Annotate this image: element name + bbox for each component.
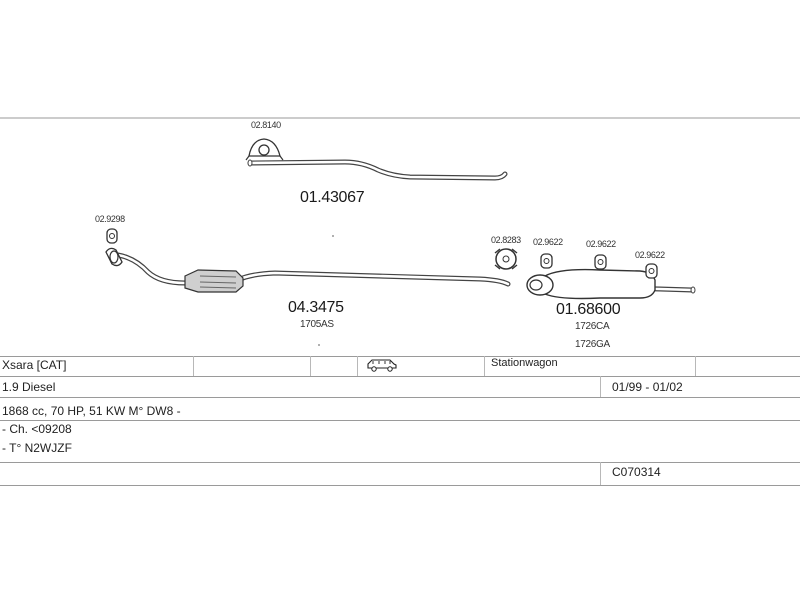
table-divider — [0, 420, 800, 421]
table-divider — [0, 356, 800, 357]
chassis-note: - Ch. <09208 — [2, 422, 72, 436]
rear-silencer — [526, 268, 696, 300]
part-number-rear-silencer: 01.68600 — [556, 301, 621, 318]
table-divider — [0, 485, 800, 486]
clamp-label: 02.9622 — [533, 237, 563, 247]
table-column-divider — [600, 376, 601, 397]
clamp-02-8283-icon — [494, 248, 518, 270]
part-number-front-pipe: 04.3475 — [288, 299, 344, 316]
body-type: Stationwagon — [491, 357, 558, 369]
table-column-divider — [357, 356, 358, 376]
front-pipe-with-catalyst — [105, 247, 511, 293]
rear-silencer-ref: 1726CA — [575, 321, 610, 332]
catalog-code: C070314 — [612, 465, 661, 479]
type-code: - T° N2WJZF — [2, 441, 72, 455]
clamp-02-9298-icon — [106, 228, 118, 244]
clamp-label: 02.9298 — [95, 214, 125, 224]
engine-details: 1868 cc, 70 HP, 51 KW M° DW8 - — [2, 404, 181, 418]
table-column-divider — [310, 356, 311, 376]
clamp-label: 02.8140 — [251, 120, 281, 130]
production-years: 01/99 - 01/02 — [612, 380, 683, 394]
table-divider — [0, 462, 800, 463]
vehicle-model: Xsara [CAT] — [2, 358, 67, 372]
station-wagon-car-icon — [366, 358, 398, 374]
clamp-02-9622-icon — [540, 253, 553, 269]
front-pipe-ref: 1705AS — [300, 319, 334, 330]
clamp-02-8140-icon — [245, 138, 284, 161]
part-number-middle-pipe: 01.43067 — [300, 189, 365, 206]
table-column-divider — [600, 462, 601, 485]
rear-silencer-ref: 1726GA — [575, 339, 610, 350]
middle-pipe — [247, 159, 508, 181]
clamp-label: 02.9622 — [635, 250, 665, 260]
engine: 1.9 Diesel — [2, 380, 56, 394]
clamp-02-9622-icon — [645, 263, 658, 279]
table-column-divider — [193, 356, 194, 376]
table-column-divider — [695, 356, 696, 376]
table-divider — [0, 376, 800, 377]
table-column-divider — [484, 356, 485, 376]
table-divider — [0, 397, 800, 398]
clamp-label: 02.8283 — [491, 235, 521, 245]
clamp-02-9622-icon — [594, 254, 607, 270]
clamp-label: 02.9622 — [586, 239, 616, 249]
